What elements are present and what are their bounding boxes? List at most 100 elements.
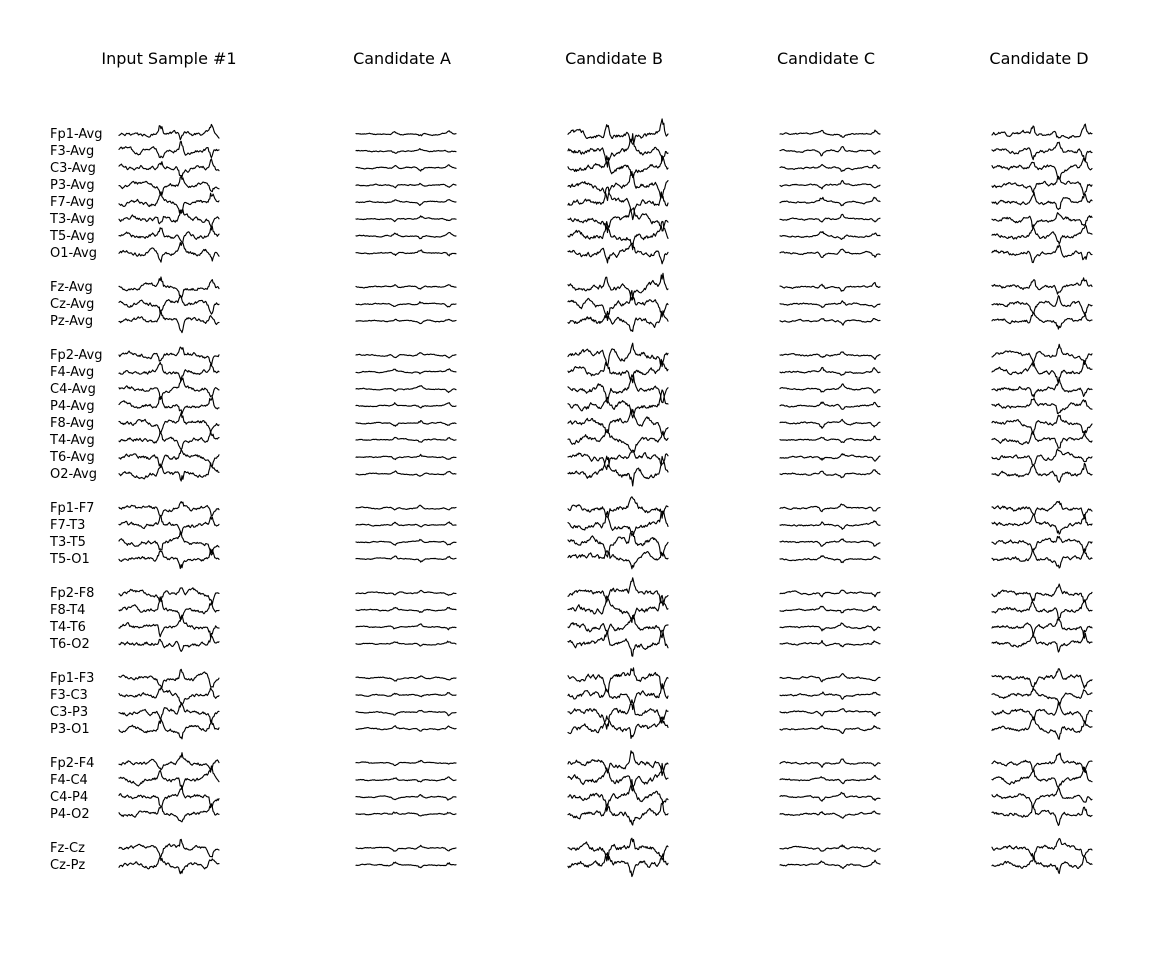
eeg-trace-cand_d [991,295,1093,315]
eeg-trace-cand_b [567,629,669,657]
eeg-trace-cand_b [567,837,669,862]
eeg-trace-cand_b [567,715,669,739]
eeg-trace-input [118,448,220,468]
eeg-trace-cand_c [779,691,881,700]
eeg-trace-cand_a [355,692,457,698]
eeg-trace-cand_c [779,401,881,410]
eeg-trace-cand_d [991,448,1093,466]
eeg-trace-cand_d [991,805,1093,827]
eeg-trace-cand_d [991,377,1093,398]
eeg-trace-cand_a [355,199,457,207]
eeg-trace-cand_a [355,811,457,817]
eeg-trace-cand_b [567,342,669,368]
eeg-trace-cand_b [567,577,669,607]
eeg-trace-cand_b [567,455,669,487]
eeg-trace-cand_a [355,794,457,801]
eeg-trace-cand_c [779,622,881,632]
eeg-trace-cand_d [991,687,1093,706]
eeg-trace-cand_b [567,389,669,419]
eeg-trace-cand_a [355,453,457,461]
eeg-trace-cand_a [355,352,457,359]
channel-label: O1-Avg [50,246,97,261]
eeg-trace-input [118,587,220,605]
channel-label: O2-Avg [50,467,97,482]
channel-label: Fp1-F7 [50,501,94,516]
eeg-trace-cand_a [355,589,457,596]
eeg-trace-cand_c [779,248,881,259]
eeg-trace-cand_d [991,716,1093,740]
channel-label: Fp2-F8 [50,586,94,601]
eeg-trace-cand_d [991,513,1093,535]
channel-label: Pz-Avg [50,314,93,329]
eeg-trace-input [118,158,220,178]
eeg-trace-cand_b [567,310,669,332]
eeg-trace-cand_d [991,343,1093,365]
eeg-trace-cand_d [991,212,1093,228]
eeg-trace-input [118,225,220,244]
eeg-trace-cand_c [779,538,881,547]
eeg-trace-input [118,462,220,482]
eeg-trace-input [118,838,220,858]
eeg-trace-cand_c [779,791,881,802]
eeg-trace-input [118,412,220,435]
eeg-trace-input [118,361,220,382]
eeg-trace-cand_b [567,762,669,792]
eeg-trace-cand_a [355,844,457,852]
channel-label: Fz-Cz [50,841,85,856]
eeg-trace-cand_b [567,374,669,404]
eeg-trace-cand_d [991,599,1093,620]
eeg-trace-cand_a [355,284,457,290]
channel-label: F4-Avg [50,365,94,380]
channel-label: Cz-Pz [50,858,85,873]
eeg-trace-input [118,191,220,214]
eeg-trace-cand_a [355,148,457,154]
eeg-trace-cand_d [991,123,1093,140]
eeg-trace-cand_b [567,133,669,168]
eeg-trace-cand_d [991,766,1093,789]
eeg-trace-cand_d [991,157,1093,180]
eeg-trace-cand_b [567,852,669,878]
channel-label: T4-T6 [49,620,86,635]
eeg-trace-cand_a [355,301,457,308]
eeg-trace-input [118,531,220,556]
eeg-trace-cand_d [991,550,1093,569]
eeg-trace-cand_b [567,155,669,179]
channel-label: C3-Avg [50,161,96,176]
eeg-trace-cand_b [567,683,669,711]
channel-label: F7-T3 [50,518,85,533]
eeg-trace-cand_c [779,810,881,819]
channel-label: Fp2-F4 [50,756,94,771]
eeg-trace-cand_d [991,191,1093,211]
channel-label: F3-C3 [50,688,88,703]
eeg-trace-cand_c [779,146,881,157]
panel-cand_a [355,130,457,869]
channel-label: T5-Avg [49,229,95,244]
channel-label: F8-T4 [50,603,85,618]
panel-input [118,123,220,875]
eeg-trace-cand_c [779,318,881,326]
eeg-trace-cand_c [779,605,881,614]
eeg-trace-input [118,785,220,807]
eeg-trace-cand_d [991,837,1093,860]
panel-title-cand_c: Candidate C [777,49,875,68]
channel-label: P3-O1 [50,722,90,737]
eeg-trace-cand_d [991,224,1093,245]
channel-label: P4-O2 [50,807,90,822]
eeg-trace-cand_a [355,130,457,137]
eeg-trace-input [118,765,220,789]
eeg-trace-cand_a [355,215,457,223]
eeg-trace-cand_a [355,759,457,767]
eeg-trace-input [118,123,220,141]
channel-label: T6-O2 [49,637,90,652]
channel-label: F4-C4 [50,773,88,788]
eeg-trace-cand_d [991,175,1093,196]
eeg-trace-cand_b [567,220,669,251]
eeg-trace-cand_a [355,249,457,257]
eeg-trace-cand_c [779,469,881,479]
channel-label: C4-P4 [50,790,88,805]
channel-labels: Fp1-AvgF3-AvgC3-AvgP3-AvgF7-AvgT3-AvgT5-… [49,127,102,873]
eeg-trace-input [118,701,220,723]
eeg-trace-input [118,377,220,401]
eeg-trace-cand_a [355,555,457,563]
